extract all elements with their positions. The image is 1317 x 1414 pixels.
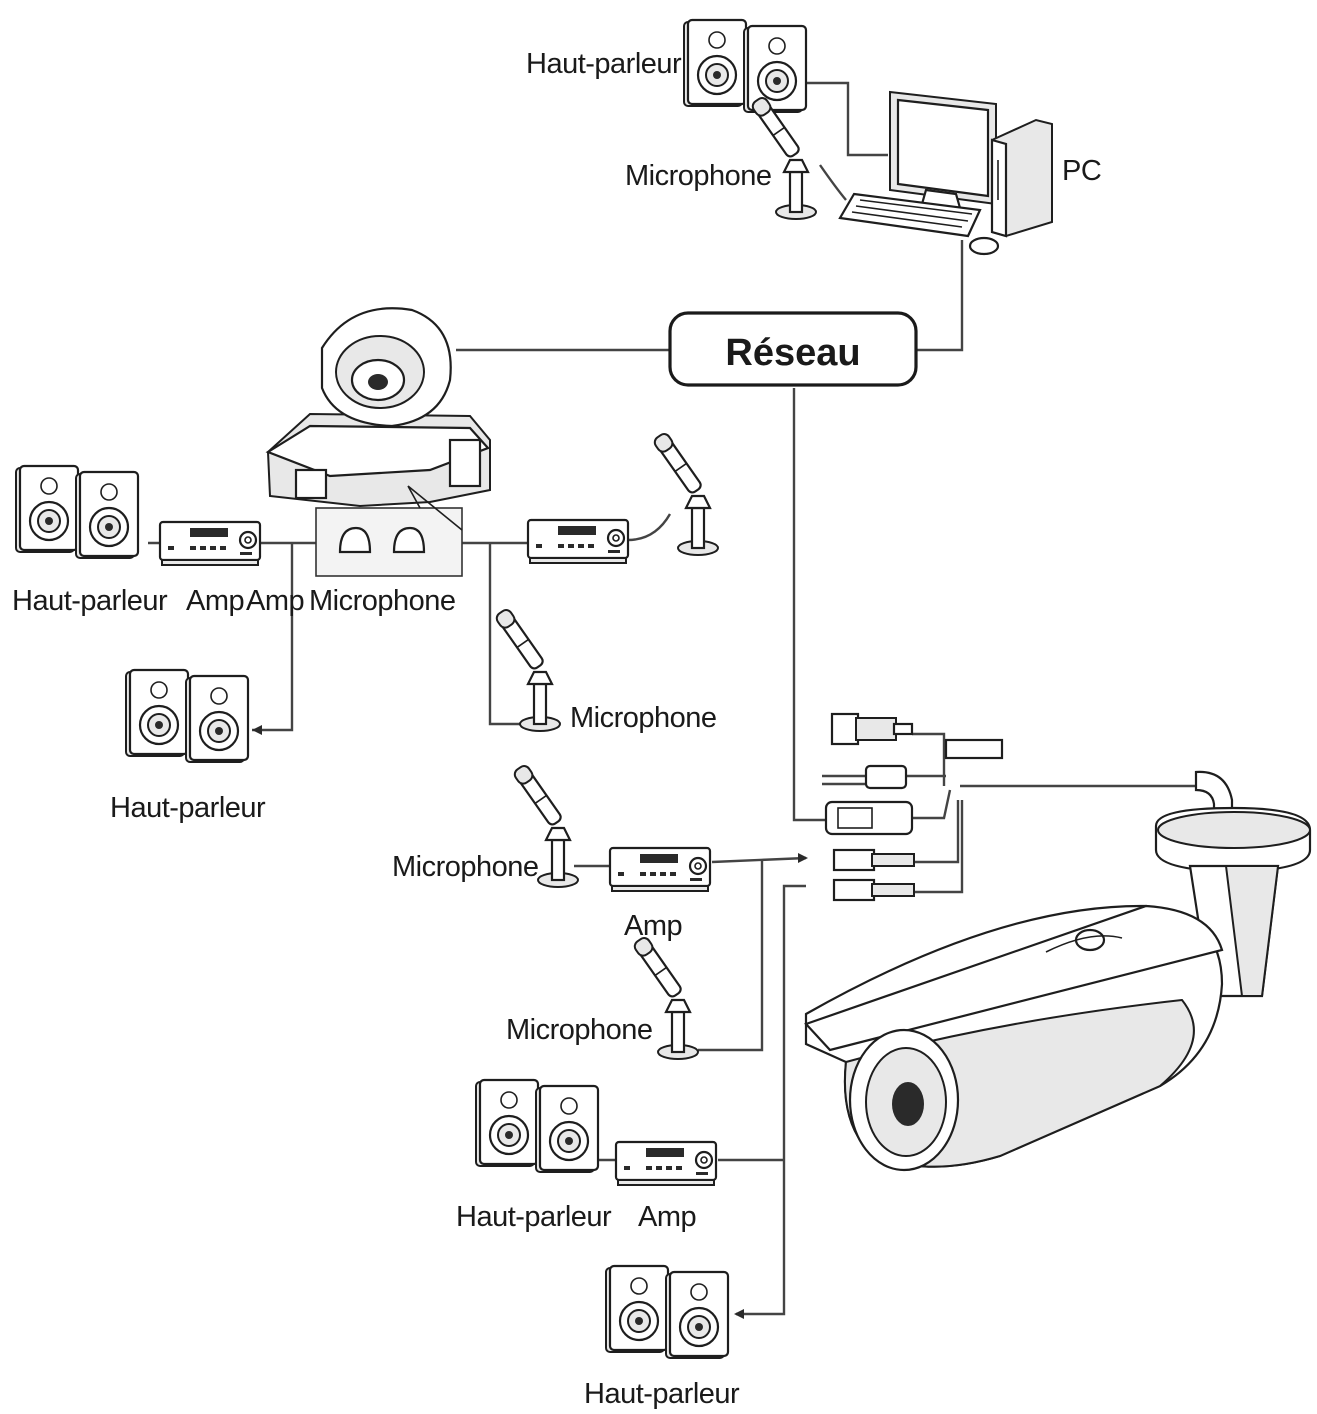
microphone-label: Microphone	[570, 702, 717, 734]
amp-label: Amp	[624, 910, 682, 942]
microphone-label: Microphone	[625, 160, 772, 192]
speaker-pair-icon	[682, 18, 808, 114]
speaker-label: Haut-parleur	[110, 792, 266, 824]
cable-connectors-icon	[822, 712, 1004, 902]
microphone-icon	[651, 430, 720, 557]
speaker-pair-icon	[474, 1078, 600, 1174]
microphone-label: Microphone	[392, 851, 539, 883]
pc-label: PC	[1062, 155, 1101, 187]
computer-icon	[838, 90, 1053, 256]
speaker-label: Haut-parleur	[456, 1201, 612, 1233]
amplifier-icon	[526, 518, 630, 565]
amplifier-icon	[608, 846, 712, 893]
amp-label: Amp	[638, 1201, 696, 1233]
amplifier-icon	[614, 1140, 718, 1187]
network-label: Réseau	[725, 332, 860, 374]
speaker-pair-icon	[124, 668, 250, 764]
microphone-label: Microphone	[309, 585, 456, 617]
bullet-camera-icon	[804, 770, 1312, 1172]
network-box	[668, 311, 918, 387]
speaker-label: Haut-parleur	[12, 585, 168, 617]
amplifier-icon	[158, 520, 262, 567]
amp-label: Amp	[186, 585, 244, 617]
microphone-label: Microphone	[506, 1014, 653, 1046]
speaker-label: Haut-parleur	[526, 48, 682, 80]
speaker-label: Haut-parleur	[584, 1378, 740, 1409]
microphone-icon	[493, 606, 562, 733]
speaker-pair-icon	[14, 464, 140, 560]
speaker-pair-icon	[604, 1264, 730, 1360]
amp-label: Amp	[246, 585, 304, 617]
dome-camera-icon	[265, 307, 491, 577]
microphone-icon	[749, 94, 818, 221]
